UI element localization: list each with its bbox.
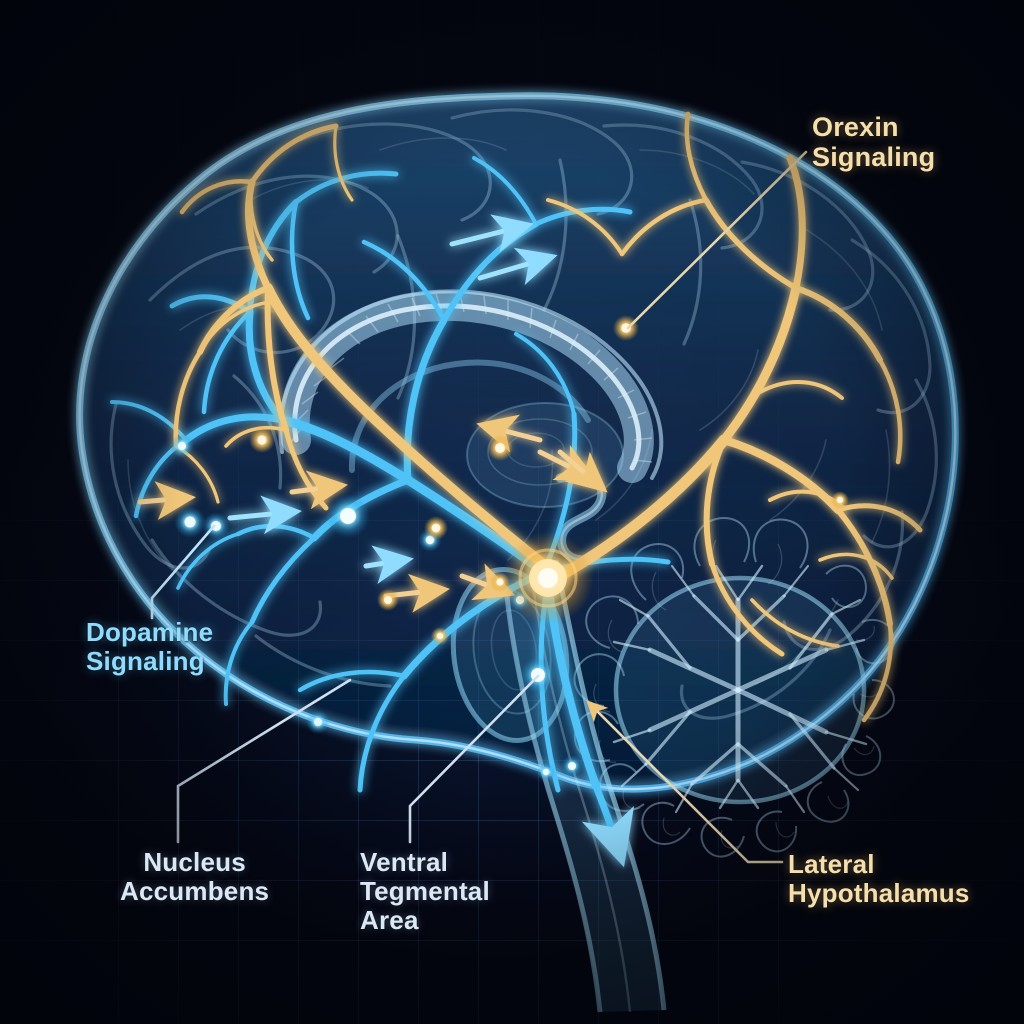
label-lateral-hypothalamus: Lateral Hypothalamus <box>788 849 970 909</box>
label-orexin-signaling: Orexin Signaling <box>812 112 936 173</box>
label-nucleus-accumbens: Nucleus Accumbens <box>120 847 270 907</box>
label-ventral-tegmental-area: Ventral Tegmental Area <box>360 847 490 936</box>
label-dopamine-signaling: Dopamine Signaling <box>86 617 214 677</box>
